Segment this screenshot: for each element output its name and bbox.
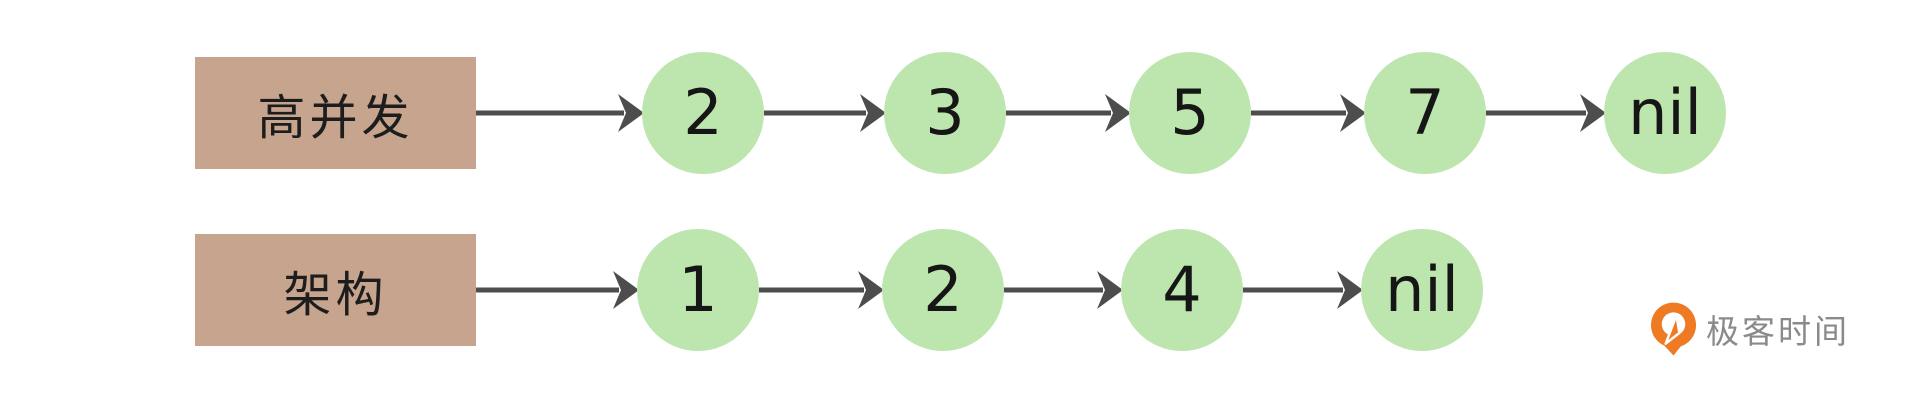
list-node: 2	[642, 52, 764, 174]
logo-text: 极客时间	[1706, 312, 1850, 351]
list-node: 7	[1364, 52, 1486, 174]
node-value: nil	[1628, 76, 1702, 149]
list-node: 5	[1129, 52, 1251, 174]
node-value: 7	[1405, 76, 1445, 149]
node-value: 1	[678, 253, 718, 326]
list-node-nil: nil	[1361, 229, 1483, 351]
list-head-box-2: 架构	[195, 234, 476, 346]
link-arrow	[759, 271, 884, 309]
list-head-label-1: 高并发	[257, 90, 414, 146]
link-arrow	[764, 94, 886, 132]
link-arrow	[1004, 271, 1123, 309]
link-arrow	[476, 271, 639, 309]
node-value: 5	[1170, 76, 1210, 149]
node-value: 2	[683, 76, 723, 149]
node-value: 3	[925, 76, 965, 149]
list-node: 1	[637, 229, 759, 351]
list-node: 2	[882, 229, 1004, 351]
geektime-pin-icon	[1650, 302, 1697, 356]
list-head-box-1: 高并发	[195, 57, 476, 169]
link-arrow	[1243, 271, 1363, 309]
list-node-nil: nil	[1604, 52, 1726, 174]
node-value: nil	[1385, 253, 1459, 326]
node-value: 2	[923, 253, 963, 326]
link-arrow	[1006, 94, 1131, 132]
link-arrow	[476, 94, 644, 132]
brand-logo: 极客时间	[1650, 302, 1850, 356]
link-arrow	[1486, 94, 1606, 132]
list-node: 3	[884, 52, 1006, 174]
node-value: 4	[1162, 253, 1202, 326]
list-head-label-2: 架构	[283, 267, 388, 323]
list-node: 4	[1121, 229, 1243, 351]
link-arrow	[1251, 94, 1366, 132]
